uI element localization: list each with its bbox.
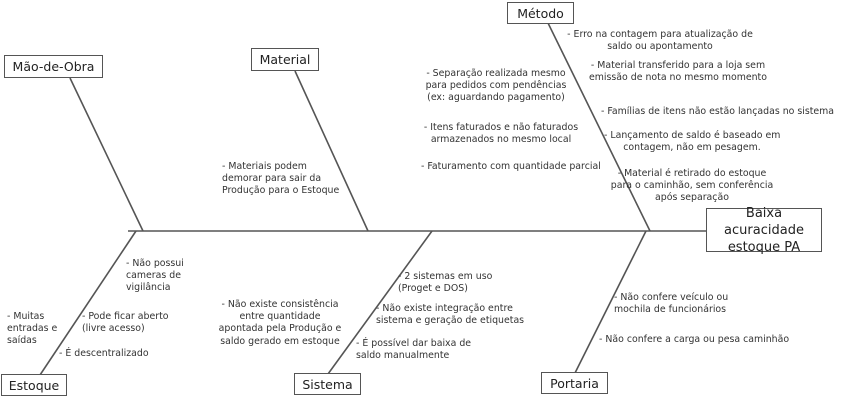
- category-estoque: Estoque: [1, 374, 67, 396]
- bone-material: [294, 70, 369, 232]
- bone-sistema: [327, 230, 433, 375]
- effect-box: Baixa acuracidade estoque PA: [706, 205, 822, 255]
- category-mao-de-obra: Mão-de-Obra: [4, 55, 103, 78]
- category-portaria: Portaria: [541, 372, 608, 394]
- cause-estoque-descentralizado: - É descentralizado: [59, 348, 149, 359]
- cause-sistema-dois-sistemas: - 2 sistemas em uso(Proget e DOS): [398, 271, 493, 295]
- cause-estoque-aberto: - Pode ficar aberto(livre acesso): [82, 311, 169, 335]
- bone-estoque: [39, 230, 137, 376]
- cause-metodo-faturamento: - Faturamento com quantidade parcial: [421, 161, 601, 172]
- bone-portaria: [574, 230, 647, 374]
- category-sistema: Sistema: [294, 373, 361, 395]
- bone-metodo: [547, 22, 651, 232]
- cause-portaria-carga: - Não confere a carga ou pesa caminhão: [599, 334, 790, 345]
- category-metodo: Método: [507, 2, 574, 24]
- cause-metodo-familias: - Famílias de itens não estão lançadas n…: [601, 106, 835, 117]
- category-material: Material: [251, 48, 319, 71]
- effect-line-2: estoque PA: [727, 239, 801, 255]
- bone-mao-de-obra: [69, 77, 144, 232]
- effect-line-1: Baixa acuracidade: [724, 205, 804, 238]
